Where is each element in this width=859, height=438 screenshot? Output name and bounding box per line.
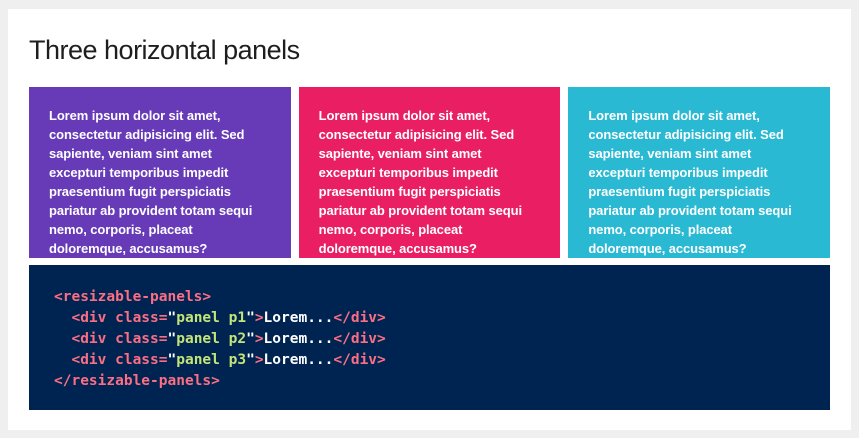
- panel-p1-text: Lorem ipsum dolor sit amet, consectetur …: [49, 108, 253, 256]
- panel-p3[interactable]: Lorem ipsum dolor sit amet, consectetur …: [568, 87, 831, 258]
- code-token-text: Lorem...: [263, 331, 334, 347]
- code-token-quote: ": [246, 331, 255, 347]
- code-token-tag: <div class=: [71, 331, 168, 347]
- code-token-quote: ": [167, 331, 177, 347]
- code-token-tag: </div>: [333, 310, 386, 326]
- code-line: <div class="panel p2">Lorem...</div>: [54, 329, 806, 350]
- code-token-text: Lorem...: [263, 310, 334, 326]
- code-token-quote: ": [246, 352, 255, 368]
- code-line: <resizable-panels>: [54, 287, 806, 308]
- code-token-tag: </resizable-panels>: [54, 373, 220, 389]
- code-token-quote: ": [167, 352, 177, 368]
- code-token-tag: </div>: [333, 352, 386, 368]
- page-title: Three horizontal panels: [29, 35, 300, 65]
- panels-row: Lorem ipsum dolor sit amet, consectetur …: [29, 87, 831, 258]
- demo-card: Three horizontal panels Lorem ipsum dolo…: [8, 9, 851, 430]
- code-token-text: Lorem...: [263, 352, 334, 368]
- panel-p2-text: Lorem ipsum dolor sit amet, consectetur …: [318, 108, 522, 256]
- code-token-tag: <div class=: [71, 352, 168, 368]
- code-token-quote: ": [246, 310, 255, 326]
- code-token-tag: <div class=: [71, 310, 168, 326]
- code-token-text: [54, 331, 71, 347]
- panel-p1[interactable]: Lorem ipsum dolor sit amet, consectetur …: [29, 87, 291, 258]
- code-token-tag: >: [254, 310, 264, 326]
- code-line: </resizable-panels>: [54, 371, 806, 392]
- code-token-tag: >: [254, 331, 264, 347]
- code-token-tag: </div>: [333, 331, 386, 347]
- code-token-text: [54, 352, 71, 368]
- code-token-attr: panel p3: [176, 352, 247, 368]
- code-token-tag: >: [254, 352, 264, 368]
- code-line: <div class="panel p3">Lorem...</div>: [54, 350, 806, 371]
- code-block: <resizable-panels> <div class="panel p1"…: [29, 265, 830, 410]
- code-token-attr: panel p2: [176, 331, 247, 347]
- code-token-quote: ": [167, 310, 177, 326]
- panel-p3-text: Lorem ipsum dolor sit amet, consectetur …: [588, 108, 792, 256]
- code-token-text: [54, 310, 71, 326]
- panel-p2[interactable]: Lorem ipsum dolor sit amet, consectetur …: [298, 87, 561, 258]
- code-line: <div class="panel p1">Lorem...</div>: [54, 308, 806, 329]
- code-token-tag: <resizable-panels>: [54, 289, 212, 305]
- code-token-attr: panel p1: [176, 310, 247, 326]
